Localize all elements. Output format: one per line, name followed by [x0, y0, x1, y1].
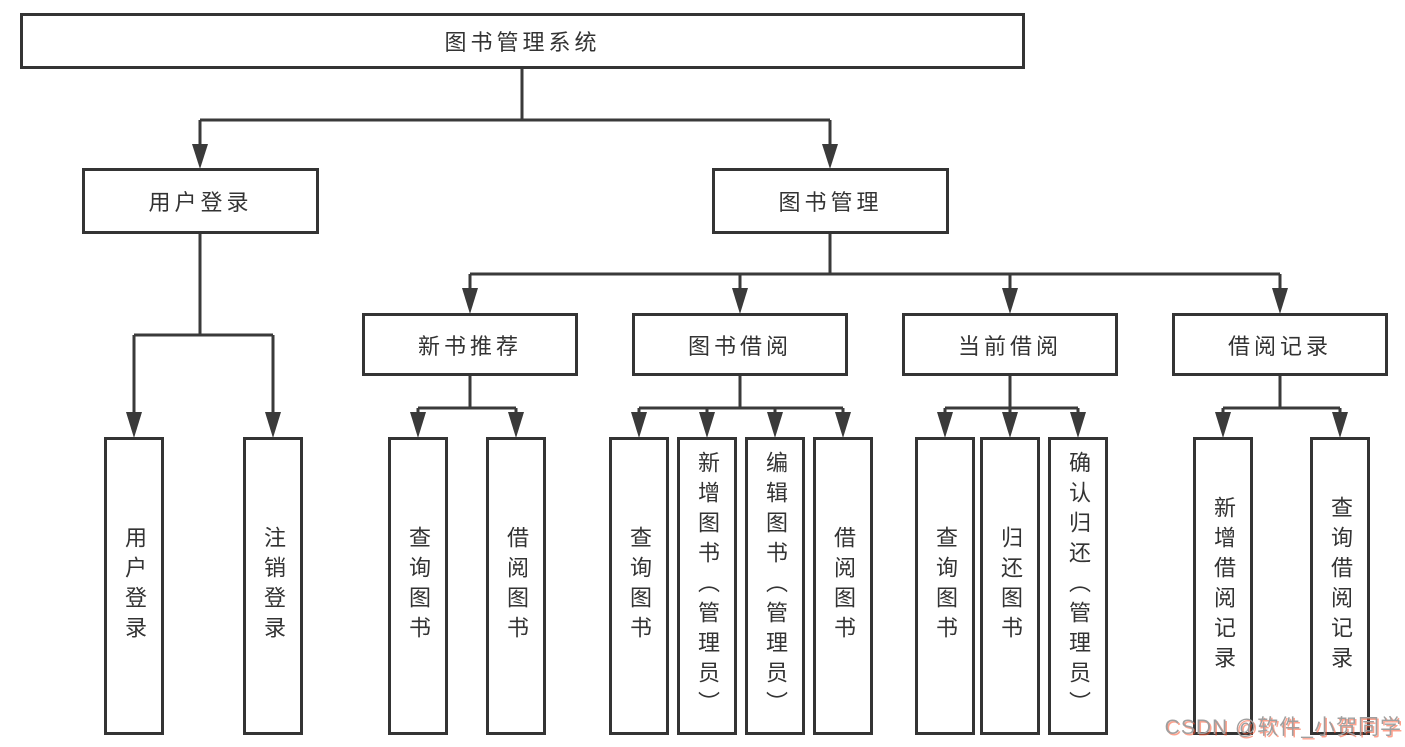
leaf-return-books: 归还图书 — [980, 437, 1040, 735]
leaf-logout: 注销登录 — [243, 437, 303, 735]
leaf-edit-book-admin: 编辑图书（管理员） — [745, 437, 805, 735]
leaf-query-books: 查询图书 — [388, 437, 448, 735]
node-user-login: 用户登录 — [82, 168, 319, 234]
node-library-management-system: 图书管理系统 — [20, 13, 1025, 69]
leaf-confirm-return-admin: 确认归还（管理员） — [1048, 437, 1108, 735]
leaf-add-borrow-record: 新增借阅记录 — [1193, 437, 1253, 735]
node-new-book-recommendation: 新书推荐 — [362, 313, 578, 376]
leaf-borrow-books-2: 借阅图书 — [813, 437, 873, 735]
leaf-query-books-2: 查询图书 — [609, 437, 669, 735]
node-current-borrowing: 当前借阅 — [902, 313, 1118, 376]
leaf-query-books-3: 查询图书 — [915, 437, 975, 735]
node-book-borrowing: 图书借阅 — [632, 313, 848, 376]
node-book-management: 图书管理 — [712, 168, 949, 234]
csdn-watermark: CSDN @软件_小贺同学 — [1164, 716, 1402, 739]
node-borrowing-records: 借阅记录 — [1172, 313, 1388, 376]
leaf-borrow-books: 借阅图书 — [486, 437, 546, 735]
leaf-query-borrow-record: 查询借阅记录 — [1310, 437, 1370, 735]
leaf-add-book-admin: 新增图书（管理员） — [677, 437, 737, 735]
leaf-user-login: 用户登录 — [104, 437, 164, 735]
